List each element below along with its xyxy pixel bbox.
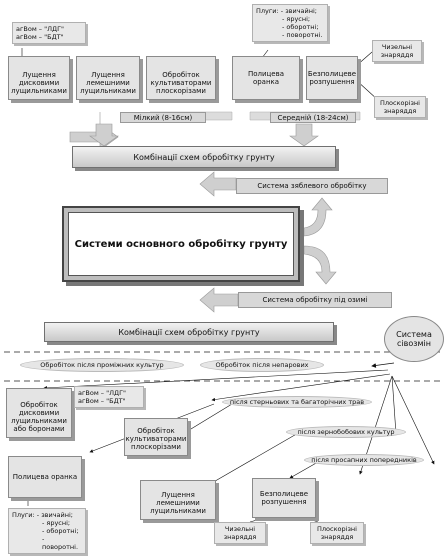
combinations-bar-bottom: Комбінації схем обробітку грунту: [44, 322, 334, 342]
curved-arrow-down: [303, 245, 337, 285]
plough-item: - оборотні;: [282, 23, 319, 31]
after-stubble-label: після стерньових та багаторічних трав: [222, 396, 372, 408]
flatcut-tools-top: Плоскорізні знаряддя: [374, 96, 426, 118]
after-intermediate-label: Обробіток після проміжних культур: [20, 358, 184, 372]
spring-tillage-system: Система зяблевого обробітку: [236, 178, 388, 194]
left-arrow-winter: [199, 287, 239, 313]
curved-arrow-up: [303, 197, 333, 237]
box-disc-bottom: Обробіток дисковими лущильниками або бор…: [6, 388, 72, 438]
bottom-aggregates-note: агВом – "ЛДГ" агВом – "БДТ": [74, 386, 144, 408]
box-cultivator-top: Обробіток культиваторами плоскорізами: [146, 56, 216, 100]
depth-shallow: Мілкий (8-16см): [120, 112, 206, 123]
after-row-label: після просапних попередників: [304, 454, 424, 466]
depth-medium: Середній (18-24см): [270, 112, 356, 123]
plough-item: - поворотні.: [42, 535, 79, 551]
plough-item: - поворотні.: [282, 31, 323, 39]
box-mouldless-bottom: Безполицеве розпушення: [252, 478, 316, 518]
plough-title: Плуги: - звичайні;: [256, 7, 318, 15]
down-block-arrow-right: [289, 123, 319, 147]
box-mouldless-top: Безполицеве розпушення: [306, 56, 358, 100]
top-aggregates-note: агВом – "ЛДГ" агВом – "БДТ": [12, 22, 86, 44]
down-block-arrow-left: [89, 123, 119, 147]
plough-item: - ярусні;: [282, 15, 311, 23]
left-arrow-spring: [199, 171, 237, 197]
crop-rotation-system: Система сівозмін: [384, 316, 444, 362]
top-ploughs-note: Плуги: - звичайні; - ярусні; - оборотні;…: [252, 4, 328, 42]
chisel-tools-top: Чизельні знаряддя: [372, 40, 422, 62]
box-cultivator-bottom: Обробіток культиваторами плоскорізами: [124, 418, 188, 456]
aggregate-bdt: агВом – "БДТ": [78, 397, 126, 405]
aggregate-ldg: агВом – "ЛДГ": [78, 389, 127, 397]
plough-item: - оборотні;: [42, 527, 79, 535]
chisel-tools-bottom: Чизельні знаряддя: [214, 522, 266, 544]
aggregate-ldg: агВом – "ЛДГ": [16, 25, 65, 33]
bottom-ploughs-note: Плуги: - звичайні; - ярусні; - оборотні;…: [8, 508, 86, 554]
plough-item: - ярусні;: [42, 519, 71, 527]
box-ploughshare-bottom: Лущення лемешними лущильниками: [140, 480, 216, 520]
after-grain-label: після зернобобових культур: [286, 426, 406, 438]
main-title: Системи основного обробітку грунту: [62, 206, 300, 282]
box-mouldboard-bottom: Полицева оранка: [8, 456, 82, 498]
plough-title: Плуги: - звичайні;: [12, 511, 74, 519]
aggregate-bdt: агВом – "БДТ": [16, 33, 64, 41]
after-fallow-label: Обробіток після непарових: [200, 358, 324, 372]
winter-tillage-system: Система обробітку під озимі: [238, 292, 392, 308]
flatcut-tools-bottom: Плоскорізні знаряддя: [310, 522, 364, 544]
box-ploughshare-stubbling: Лущення лемешними лущильниками: [76, 56, 140, 100]
combinations-bar-top: Комбінації схем обробітку грунту: [72, 146, 336, 168]
box-mouldboard-top: Полицева оранка: [232, 56, 300, 100]
box-disc-stubbling: Лущення дисковими лущильниками: [8, 56, 70, 100]
